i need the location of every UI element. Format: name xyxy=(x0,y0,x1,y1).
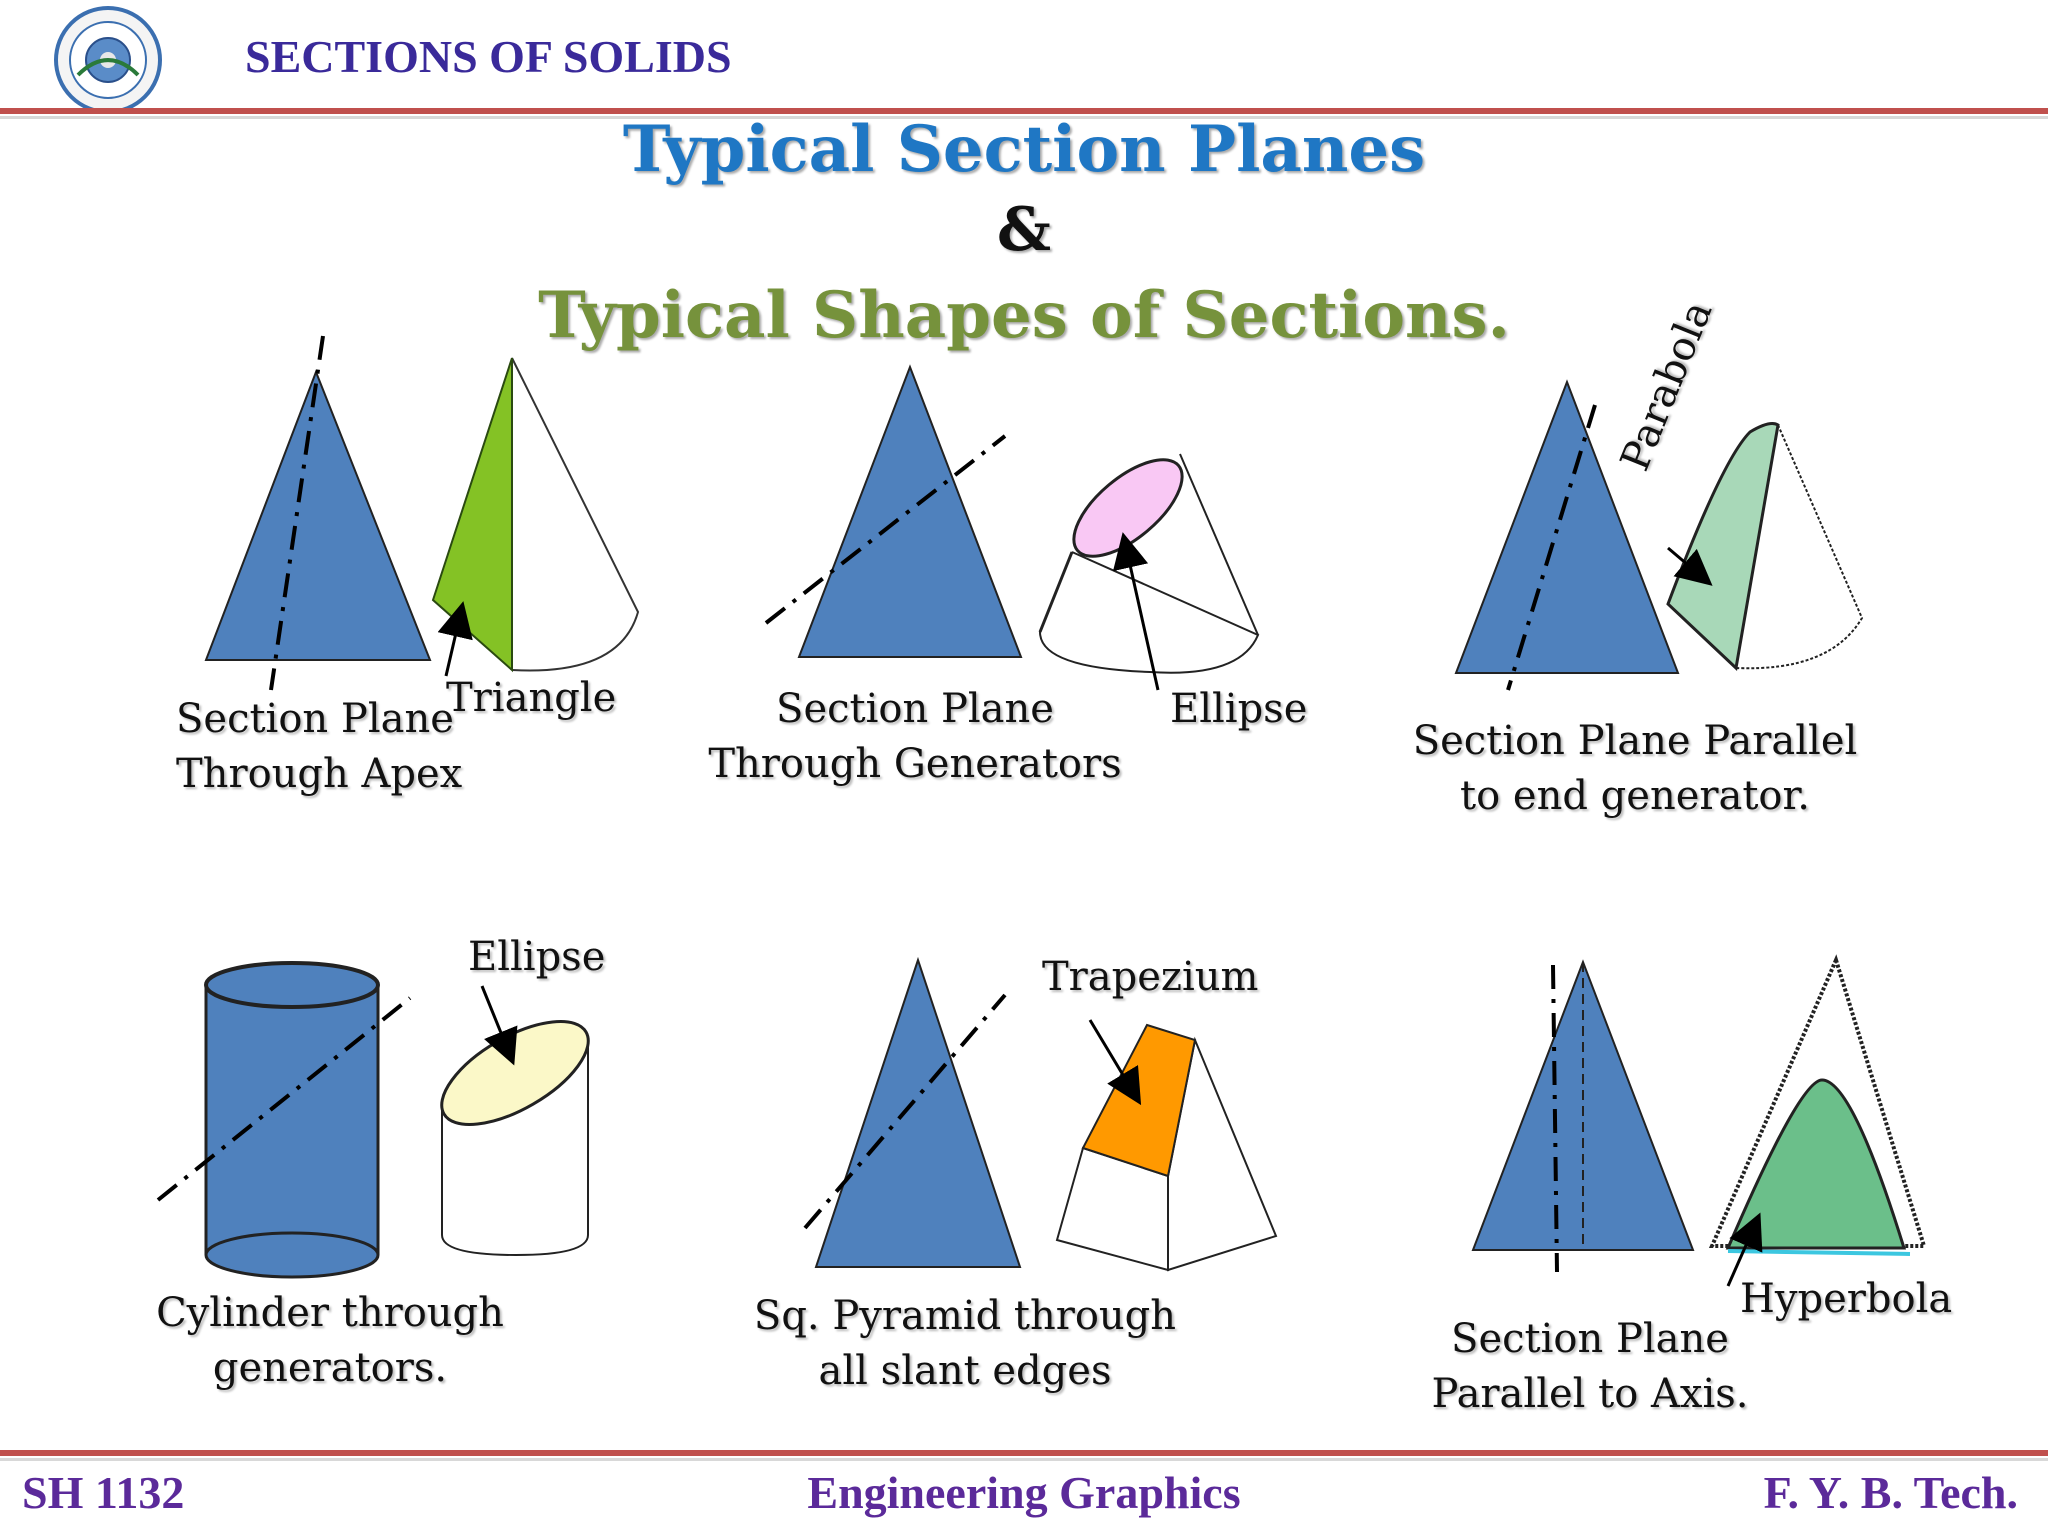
figure-pyramid xyxy=(803,956,1278,1272)
parallel-caption-line-1: Section Plane Parallel xyxy=(1412,718,1858,764)
pyramid-elevation xyxy=(814,956,1022,1268)
title-ampersand: & xyxy=(996,195,1052,265)
pyramid-section-plane xyxy=(803,993,1007,1230)
apex-triangle-section xyxy=(431,357,513,673)
apex-shape-label: Triangle xyxy=(446,675,617,721)
generators-frustum-outline xyxy=(1038,551,1260,674)
footer-subject: Engineering Graphics xyxy=(807,1467,1241,1518)
pyramid-caption-line-1: Sq. Pyramid through xyxy=(753,1293,1177,1339)
pyramid-trapezium-pointer xyxy=(1088,1019,1142,1106)
cylinder-shape-label: Ellipse xyxy=(468,934,606,980)
axis-shape-label: Hyperbola xyxy=(1740,1276,1953,1322)
axis-hyperbola-section xyxy=(1725,1078,1907,1250)
cylinder-ellipse-pointer xyxy=(480,985,518,1066)
generators-ellipse-section xyxy=(1072,458,1184,558)
institute-logo xyxy=(54,6,162,114)
footer-class: F. Y. B. Tech. xyxy=(1763,1467,2018,1518)
apex-cone-elevation xyxy=(204,369,432,661)
bottom-rule xyxy=(0,1450,2048,1456)
figure-apex xyxy=(204,335,640,691)
cylinder-body xyxy=(206,985,378,1255)
figure-cylinder xyxy=(156,961,590,1279)
generators-caption-line-1: Section Plane xyxy=(776,686,1054,732)
parallel-parabola-pointer xyxy=(1667,546,1713,586)
pyramid-shape-label: Trapezium xyxy=(1042,954,1259,1000)
title-line-1: Typical Section Planes xyxy=(622,112,1426,187)
title-line-2: Typical Shapes of Sections. xyxy=(538,278,1510,353)
pyramid-caption-line-2: all slant edges xyxy=(818,1348,1112,1394)
parallel-section-plane xyxy=(1506,404,1597,691)
generators-section-plane xyxy=(764,434,1007,625)
cylinder-caption-line-1: Cylinder through xyxy=(156,1290,504,1336)
top-rule xyxy=(0,108,2048,114)
apex-triangle-pointer xyxy=(437,601,473,677)
generators-caption-line-2: Through Generators xyxy=(708,741,1122,787)
cylinder-top xyxy=(204,961,380,1009)
generators-shape-label: Ellipse xyxy=(1170,686,1308,732)
footer-course-code: SH 1132 xyxy=(22,1467,185,1518)
figure-generators xyxy=(764,364,1260,691)
apex-caption-line-1: Section Plane xyxy=(176,696,454,742)
axis-section-plane xyxy=(1551,964,1559,1273)
top-rule-shadow xyxy=(0,116,2048,119)
axis-caption-line-1: Section Plane xyxy=(1451,1316,1729,1362)
axis-hyperbola-pointer xyxy=(1726,1212,1763,1287)
apex-section-plane xyxy=(269,335,325,691)
bottom-rule-shadow xyxy=(0,1458,2048,1461)
cylinder-section-plane xyxy=(156,996,412,1202)
parallel-caption-line-2: to end generator. xyxy=(1460,773,1810,819)
generators-ellipse-pointer xyxy=(1112,532,1160,691)
parallel-cone-elevation xyxy=(1454,379,1680,674)
header-title: SECTIONS OF SOLIDS xyxy=(245,31,732,82)
apex-caption-line-2: Through Apex xyxy=(176,751,463,797)
figure-parallel-generator xyxy=(1454,379,1864,691)
axis-caption-line-2: Parallel to Axis. xyxy=(1431,1371,1749,1417)
cylinder-caption-line-2: generators. xyxy=(212,1345,448,1391)
figure-axis xyxy=(1471,954,1927,1287)
apex-cone-outline xyxy=(511,357,640,672)
cylinder-bottom xyxy=(204,1231,380,1279)
